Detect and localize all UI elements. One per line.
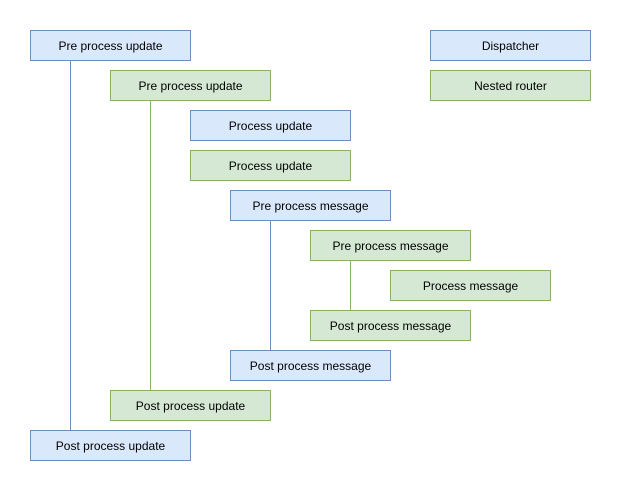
node-pre-process-message-router: Pre process message [310, 230, 471, 261]
node-nested-router-legend: Nested router [430, 70, 591, 101]
node-pre-process-message-dispatcher: Pre process message [230, 190, 391, 221]
connector-pre-post-process-message-dispatcher [270, 220, 271, 350]
node-process-update-dispatcher: Process update [190, 110, 351, 141]
node-post-process-message-router: Post process message [310, 310, 471, 341]
node-post-process-message-dispatcher: Post process message [230, 350, 391, 381]
node-post-process-update-router: Post process update [110, 390, 271, 421]
connector-pre-post-process-update-router [150, 100, 151, 390]
node-pre-process-update-router: Pre process update [110, 70, 271, 101]
node-dispatcher-legend: Dispatcher [430, 30, 591, 61]
node-process-message-router: Process message [390, 270, 551, 301]
node-post-process-update-dispatcher: Post process update [30, 430, 191, 461]
connector-pre-post-process-update-dispatcher [70, 60, 71, 430]
node-pre-process-update-dispatcher: Pre process update [30, 30, 191, 61]
connector-pre-post-process-message-router [350, 260, 351, 310]
node-process-update-router: Process update [190, 150, 351, 181]
